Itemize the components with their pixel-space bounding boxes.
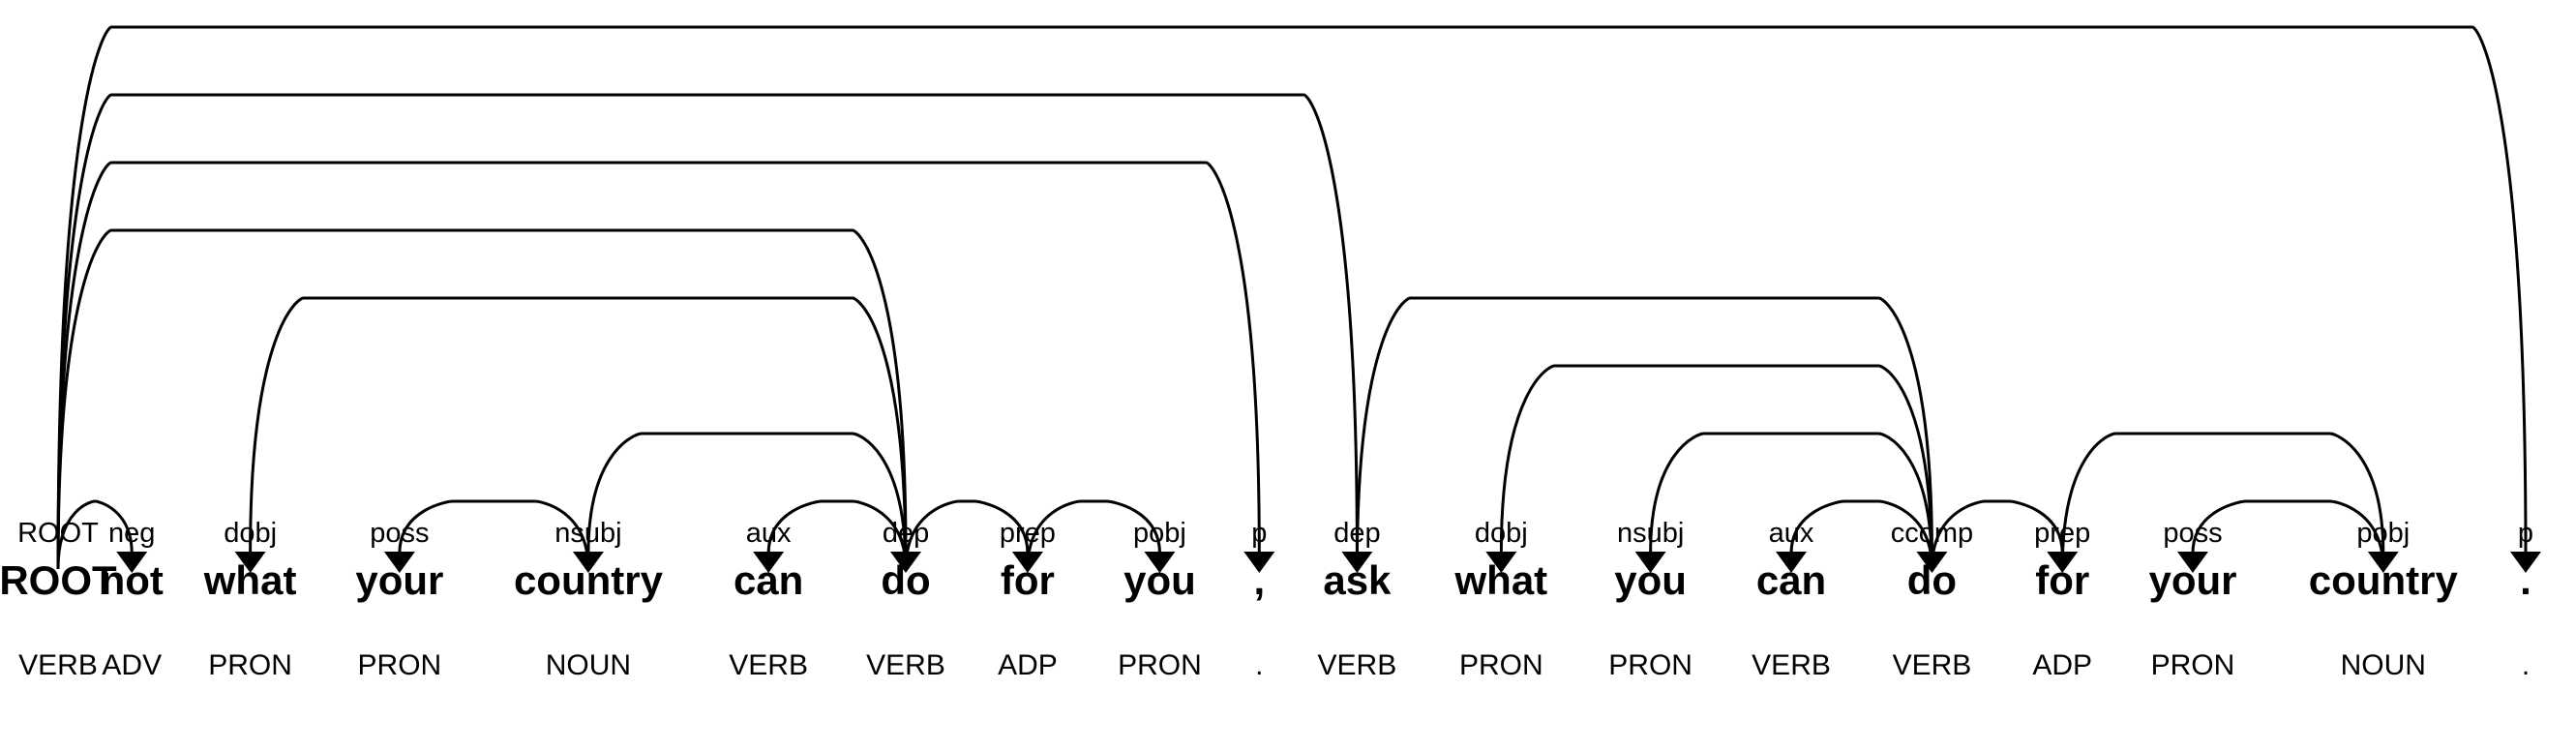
- token-word[interactable]: what: [1454, 557, 1548, 603]
- dependency-arc-aux: [1789, 499, 1933, 570]
- dependency-arc-prep: [904, 499, 1030, 570]
- token-word[interactable]: not: [101, 557, 164, 603]
- dep-label-neg: neg: [108, 518, 155, 549]
- arrow-head-icon: [2176, 552, 2208, 573]
- token-word[interactable]: ROOT: [0, 557, 117, 603]
- dependency-arc-p: [56, 25, 2528, 570]
- token-pos-tag: PRON: [1608, 649, 1692, 681]
- token-pos-tag: NOUN: [2341, 649, 2426, 681]
- arrow-head-icon: [572, 552, 604, 573]
- dep-label-p: p: [1251, 518, 1267, 549]
- arrow-head-icon: [234, 552, 266, 573]
- dep-label-pobj: pobj: [1133, 518, 1186, 549]
- dependency-arc-pobj: [2060, 432, 2385, 570]
- arrow-head-icon: [1243, 552, 1275, 573]
- token-pos-tag: ADP: [2032, 649, 2092, 681]
- token-word[interactable]: do: [1907, 557, 1957, 603]
- token-pos-tag: PRON: [358, 649, 442, 681]
- dep-label-nsubj: nsubj: [554, 518, 621, 549]
- token-word[interactable]: for: [2035, 557, 2089, 603]
- token-word[interactable]: what: [203, 557, 297, 603]
- dep-label-dep: dep: [1333, 518, 1380, 549]
- token-word[interactable]: your: [2148, 557, 2236, 603]
- dep-label-aux: aux: [746, 518, 792, 549]
- token-word[interactable]: can: [1756, 557, 1826, 603]
- dep-label-ccomp: ccomp: [1891, 518, 1973, 549]
- token-pos-tag: VERB: [729, 649, 808, 681]
- token-word[interactable]: for: [1001, 557, 1055, 603]
- dependency-arc-poss: [2191, 499, 2385, 570]
- token-pos-tag: PRON: [1459, 649, 1543, 681]
- dep-label-poss: poss: [2163, 518, 2222, 549]
- token-pos-tag: .: [1255, 649, 1263, 681]
- dependency-label-layer: ROOT neg dobj poss nsubj aux dep prep pobj p dep do…: [17, 518, 2533, 549]
- dependency-arc-dobj: [1499, 364, 1933, 570]
- dependency-arc-dep: [56, 93, 1359, 570]
- dep-label-pobj: pobj: [2356, 518, 2410, 549]
- dependency-arc-dep: [56, 228, 908, 570]
- token-word[interactable]: you: [1614, 557, 1687, 603]
- arrow-head-icon: [1485, 552, 1517, 573]
- token-word[interactable]: .: [2520, 557, 2531, 603]
- token-word[interactable]: country: [2309, 557, 2459, 603]
- token-pos-tag: VERB: [1893, 649, 1972, 681]
- dependency-arc-poss: [398, 499, 590, 570]
- dependency-arc-prep: [1930, 499, 2064, 570]
- token-pos-tag: PRON: [208, 649, 292, 681]
- dep-label-p: p: [2518, 518, 2533, 549]
- token-pos-tag: .: [2522, 649, 2530, 681]
- arrow-head-icon: [753, 552, 785, 573]
- dep-label-poss: poss: [370, 518, 429, 549]
- dep-label-prep: prep: [1000, 518, 1056, 549]
- arrow-head-icon: [1776, 552, 1808, 573]
- token-word[interactable]: you: [1123, 557, 1196, 603]
- dependency-arc-aux: [766, 499, 908, 570]
- dependency-arc-dobj: [249, 296, 908, 570]
- dependency-arc-p: [56, 161, 1261, 570]
- token-word[interactable]: can: [734, 557, 803, 603]
- token-pos-tag: PRON: [1118, 649, 1202, 681]
- dep-label-dobj: dobj: [224, 518, 277, 549]
- token-pos-tag: VERB: [866, 649, 945, 681]
- dependency-arc-ccomp: [1355, 296, 1933, 570]
- arrow-head-icon: [1634, 552, 1666, 573]
- token-word[interactable]: ask: [1323, 557, 1392, 603]
- dep-label-aux: aux: [1769, 518, 1814, 549]
- dep-label-dep: dep: [883, 518, 929, 549]
- token-pos-tag: VERB: [18, 649, 98, 681]
- arc-layer: [56, 25, 2541, 573]
- arrow-head-icon: [2367, 552, 2399, 573]
- dependency-arc-pobj: [1026, 499, 1161, 570]
- token-pos-tag: PRON: [2151, 649, 2235, 681]
- arrow-head-icon: [2510, 552, 2541, 573]
- dependency-arc-nsubj: [1649, 432, 1933, 570]
- dependency-arc-neg: [56, 499, 134, 570]
- token-pos-tag: ADV: [102, 649, 162, 681]
- token-word[interactable]: ,: [1253, 557, 1265, 603]
- dep-label-dobj: dobj: [1475, 518, 1528, 549]
- arrow-head-icon: [116, 552, 148, 573]
- token-pos-tag: VERB: [1318, 649, 1397, 681]
- token-pos-tag: VERB: [1752, 649, 1831, 681]
- dependency-arc-nsubj: [586, 432, 908, 570]
- dep-label-ROOT: ROOT: [17, 518, 99, 549]
- dep-label-nsubj: nsubj: [1617, 518, 1684, 549]
- dep-label-prep: prep: [2034, 518, 2090, 549]
- arrow-head-icon: [383, 552, 415, 573]
- token-word[interactable]: do: [881, 557, 930, 603]
- token-pos-tag: ADP: [998, 649, 1058, 681]
- token-word[interactable]: country: [514, 557, 664, 603]
- token-word[interactable]: your: [355, 557, 443, 603]
- token-pos-tag: NOUN: [546, 649, 631, 681]
- arrow-head-icon: [1144, 552, 1176, 573]
